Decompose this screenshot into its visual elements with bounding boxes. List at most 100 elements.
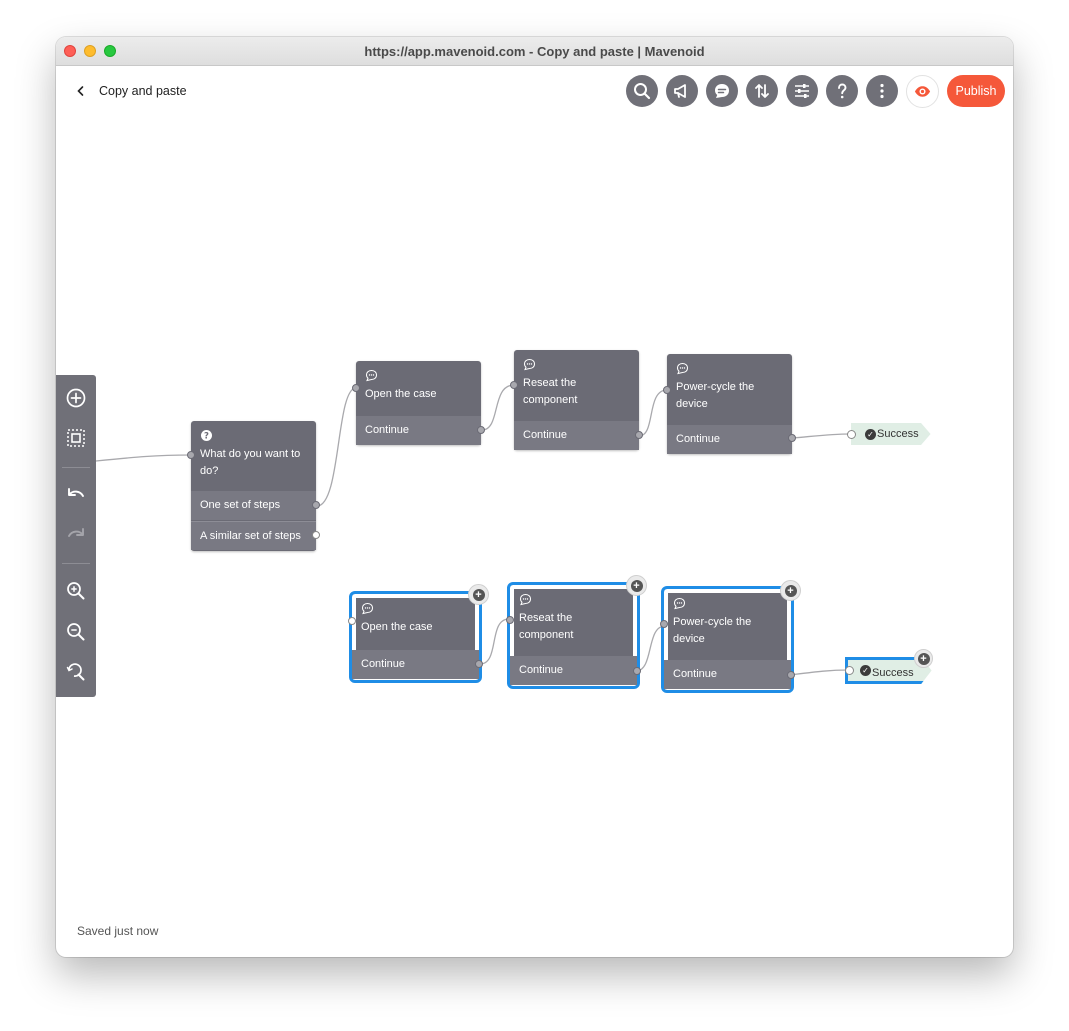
continue-action[interactable]: Continue: [352, 650, 479, 679]
sort-button[interactable]: [746, 75, 778, 107]
node-title: Reseat the component: [519, 612, 574, 641]
success-end-node-selected[interactable]: ✓ Success: [845, 657, 932, 684]
undo-button[interactable]: [64, 483, 88, 507]
output-port[interactable]: [475, 660, 483, 668]
maximize-window-button[interactable]: [104, 45, 116, 57]
sliders-icon: [795, 84, 809, 98]
continue-action[interactable]: Continue: [664, 660, 791, 689]
plus-icon: +: [784, 584, 797, 597]
check-icon: ✓: [860, 665, 871, 676]
answer-option[interactable]: One set of steps: [191, 491, 316, 520]
chat-bubble-icon: [365, 369, 378, 382]
announcements-button[interactable]: [666, 75, 698, 107]
toolbar-divider: [62, 563, 90, 564]
back-chevron-icon[interactable]: [74, 82, 88, 100]
plus-icon: +: [917, 652, 930, 665]
document-title: Copy and paste: [99, 84, 187, 98]
success-end-node[interactable]: ✓ Success: [851, 423, 931, 445]
chat-button[interactable]: [706, 75, 738, 107]
zoom-reset-button[interactable]: [64, 660, 88, 684]
toolbar-divider: [62, 467, 90, 468]
wire-top-3: [792, 433, 851, 439]
input-port[interactable]: [847, 430, 856, 439]
input-port[interactable]: [510, 381, 518, 389]
answer-option[interactable]: A similar set of steps: [191, 521, 316, 550]
title-bar: https://app.mavenoid.com - Copy and past…: [56, 37, 1013, 66]
window-title: https://app.mavenoid.com - Copy and past…: [364, 44, 705, 59]
zoom-in-button[interactable]: [64, 579, 88, 603]
help-button[interactable]: [826, 75, 858, 107]
node-title: What do you want to do?: [200, 448, 301, 477]
plus-circle-icon: [66, 388, 86, 408]
step-node[interactable]: Power-cycle the device Continue: [663, 354, 796, 454]
wire-option-1: [316, 387, 357, 507]
more-icon: [880, 83, 884, 99]
node-title: Power-cycle the device: [676, 381, 755, 410]
wire-entry: [95, 454, 192, 462]
input-port[interactable]: [506, 616, 514, 624]
continue-action[interactable]: Continue: [356, 416, 481, 445]
step-node-selected[interactable]: Power-cycle the device Continue: [660, 586, 795, 693]
continue-action[interactable]: Continue: [510, 656, 637, 685]
input-port[interactable]: [187, 451, 195, 459]
zoom-out-button[interactable]: [64, 620, 88, 644]
success-label: Success: [872, 667, 914, 679]
output-port[interactable]: [635, 431, 643, 439]
eye-icon: [914, 86, 931, 97]
step-node-selected[interactable]: Open the case Continue: [348, 591, 483, 683]
search-icon: [634, 83, 651, 100]
minimize-window-button[interactable]: [84, 45, 96, 57]
add-step-button[interactable]: +: [780, 580, 801, 601]
success-label: Success: [877, 428, 919, 440]
zoom-in-icon: [67, 582, 85, 600]
input-port[interactable]: [348, 617, 356, 625]
chat-bubble-icon: [676, 362, 689, 375]
step-node[interactable]: Reseat the component Continue: [510, 350, 643, 450]
input-port[interactable]: [663, 386, 671, 394]
add-step-button[interactable]: +: [468, 584, 489, 605]
add-step-button[interactable]: +: [914, 649, 933, 668]
publish-button[interactable]: Publish: [947, 75, 1005, 107]
check-icon: ✓: [865, 429, 876, 440]
settings-button[interactable]: [786, 75, 818, 107]
step-node-selected[interactable]: Reseat the component Continue: [506, 582, 641, 689]
help-icon: [838, 83, 847, 99]
sort-arrows-icon: [755, 84, 769, 98]
output-port[interactable]: [788, 434, 796, 442]
node-title: Reseat the component: [523, 377, 578, 406]
redo-icon: [68, 528, 84, 537]
close-window-button[interactable]: [64, 45, 76, 57]
select-area-button[interactable]: [64, 426, 88, 450]
output-port[interactable]: [633, 667, 641, 675]
node-title: Open the case: [365, 388, 437, 400]
wire-bottom-3: [789, 669, 850, 676]
output-port[interactable]: [312, 501, 320, 509]
add-node-button[interactable]: [64, 386, 88, 410]
question-icon: ?: [201, 430, 212, 442]
step-node[interactable]: Open the case Continue: [352, 361, 485, 445]
redo-button[interactable]: [64, 523, 88, 547]
wire-bottom-2: [635, 625, 666, 672]
node-title: Open the case: [361, 621, 433, 633]
search-button[interactable]: [626, 75, 658, 107]
flow-canvas[interactable]: ? What do you want to do? One set of ste…: [56, 116, 1013, 957]
input-port[interactable]: [660, 620, 668, 628]
chat-bubble-icon: [519, 593, 532, 606]
chat-bubble-icon: [523, 358, 536, 371]
plus-icon: +: [472, 588, 485, 601]
node-title: Power-cycle the device: [673, 616, 752, 645]
input-port[interactable]: [845, 666, 854, 675]
continue-action[interactable]: Continue: [667, 425, 792, 454]
output-port[interactable]: [312, 531, 320, 539]
continue-action[interactable]: Continue: [514, 421, 639, 450]
more-button[interactable]: [866, 75, 898, 107]
question-node[interactable]: ? What do you want to do? One set of ste…: [187, 421, 320, 551]
preview-button[interactable]: [906, 75, 939, 108]
input-port[interactable]: [352, 384, 360, 392]
chat-bubble-icon: [361, 602, 374, 615]
add-step-button[interactable]: +: [626, 575, 647, 596]
chat-bubble-icon: [673, 597, 686, 610]
output-port[interactable]: [477, 426, 485, 434]
zoom-reset-icon: [66, 663, 85, 681]
output-port[interactable]: [787, 671, 795, 679]
